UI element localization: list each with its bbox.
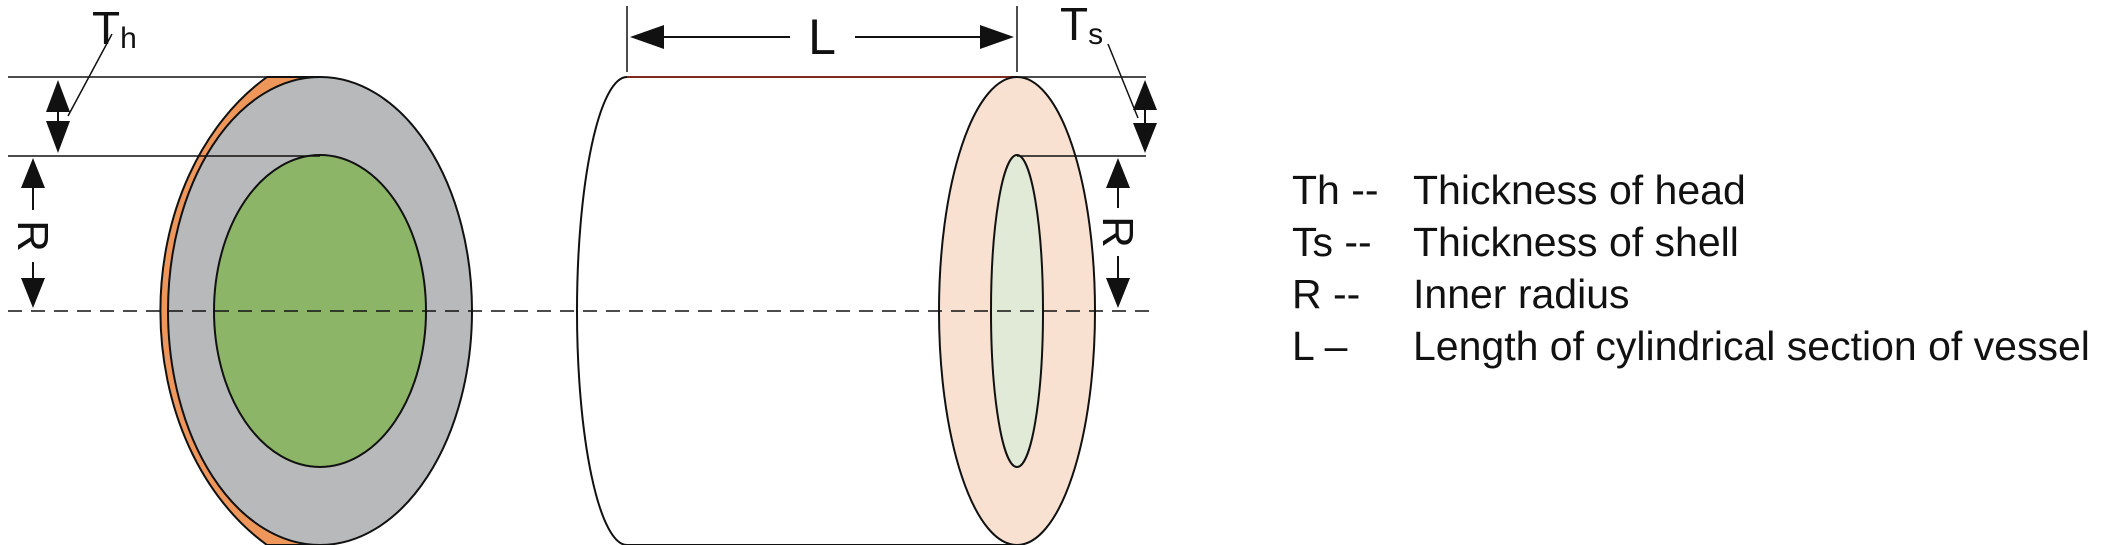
legend-key: R --	[1292, 271, 1361, 317]
length-dimension: L	[626, 6, 1018, 72]
legend-text: Thickness of shell	[1413, 219, 1739, 265]
legend-text: Thickness of head	[1413, 167, 1746, 213]
left-r-label: R	[8, 220, 57, 252]
legend-text: Length of cylindrical section of vessel	[1413, 323, 2090, 369]
legend-item-l: L – Length of cylindrical section of ves…	[1292, 320, 2090, 372]
legend: Th -- Thickness of head Ts -- Thickness …	[1292, 164, 2090, 372]
legend-item-ts: Ts -- Thickness of shell	[1292, 216, 2090, 268]
left-radius-dimension: R	[8, 158, 57, 308]
right-r-label: R	[1093, 216, 1142, 248]
legend-text: Inner radius	[1413, 271, 1630, 317]
legend-key: Th --	[1292, 167, 1379, 213]
legend-key: Ts --	[1292, 219, 1372, 265]
ts-dimension: Ts	[1017, 0, 1157, 157]
right-radius-dimension: R	[1093, 158, 1142, 308]
legend-item-th: Th -- Thickness of head	[1292, 164, 2090, 216]
legend-item-r: R -- Inner radius	[1292, 268, 2090, 320]
th-label: Th	[92, 2, 137, 55]
length-label: L	[808, 9, 836, 65]
th-dimension: Th	[8, 2, 320, 157]
legend-key: L –	[1292, 323, 1348, 369]
ts-label: Ts	[1060, 0, 1103, 51]
